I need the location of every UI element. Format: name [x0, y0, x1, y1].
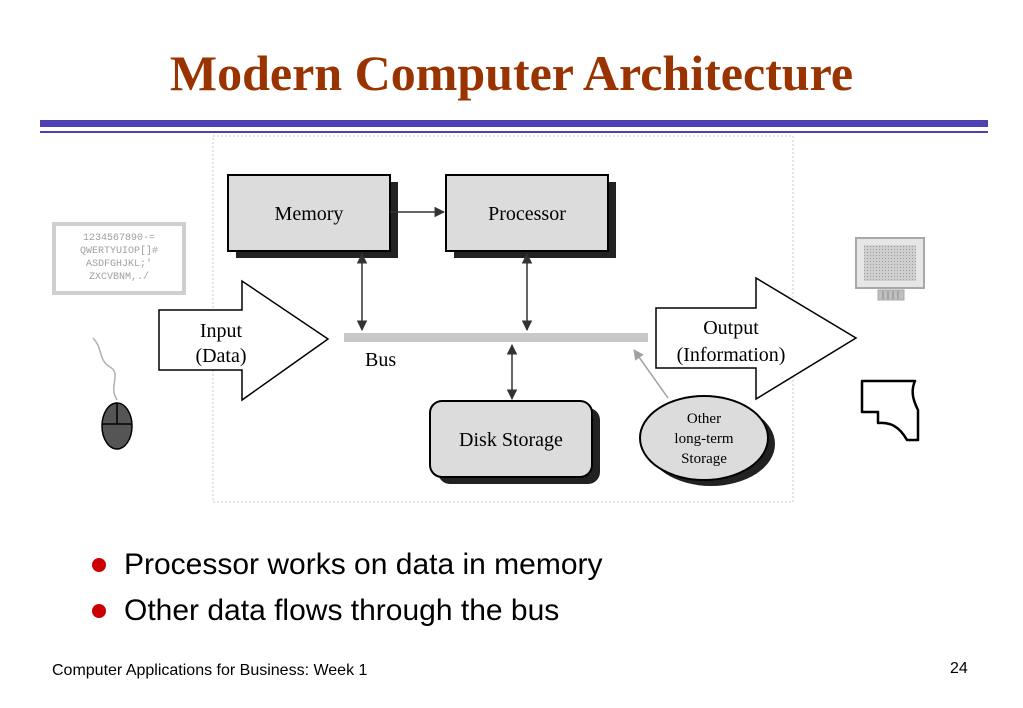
bullet-text: Other data flows through the bus [124, 594, 560, 627]
monitor-icon [855, 237, 925, 301]
keyboard-row: ZXCVBNM,./ [89, 271, 149, 283]
other-storage-line3: Storage [681, 451, 727, 467]
input-label-line2: (Data) [195, 345, 246, 367]
other-storage-line1: Other [687, 411, 721, 427]
other-storage-ellipse: Other long-term Storage [639, 395, 775, 486]
footer-course: Computer Applications for Business: Week… [52, 662, 368, 679]
disk-storage-label: Disk Storage [459, 429, 563, 451]
keyboard-row: ASDFGHJKL;' [86, 258, 152, 270]
slide-title: Modern Computer Architecture [169, 45, 854, 101]
bullet-text: Processor works on data in memory [124, 548, 603, 581]
memory-box: Memory [227, 174, 398, 258]
memory-label: Memory [275, 203, 344, 225]
input-arrow: Input (Data) [158, 279, 330, 402]
keyboard-row: QWERTYUIOP[]# [80, 245, 158, 257]
page-number: 24 [950, 660, 968, 677]
other-storage-bus-arrow [633, 349, 669, 399]
bullet-dot-icon [92, 558, 106, 572]
title-rule-thick [40, 120, 988, 127]
processor-box: Processor [445, 174, 616, 258]
bus-bar [344, 333, 648, 342]
output-label-line2: (Information) [677, 344, 786, 366]
input-label-line1: Input [200, 320, 243, 342]
keyboard-row: 1234567890-= [83, 233, 155, 244]
bullet-dot-icon [92, 604, 106, 618]
mouse-icon [92, 337, 133, 450]
processor-label: Processor [488, 203, 566, 225]
output-label-line1: Output [703, 317, 759, 339]
other-storage-line2: long-term [674, 431, 733, 447]
bus-label: Bus [365, 349, 396, 371]
disk-storage-box: Disk Storage [429, 400, 600, 484]
bullet-item: Processor works on data in memory [92, 542, 603, 588]
keyboard-icon: 1234567890-= QWERTYUIOP[]# ASDFGHJKL;' Z… [52, 222, 186, 295]
output-arrow: Output (Information) [655, 276, 858, 401]
bullet-item: Other data flows through the bus [92, 588, 603, 634]
title-rule-thin [40, 131, 988, 133]
printout-icon [860, 379, 920, 442]
bullet-list: Processor works on data in memory Other … [92, 542, 603, 634]
